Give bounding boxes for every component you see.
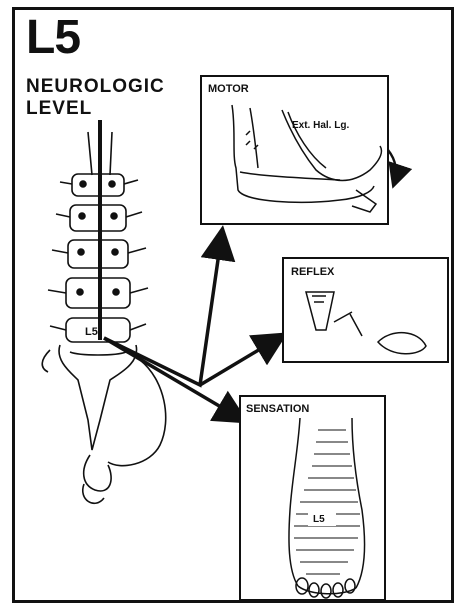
lumbar-spine: [42, 132, 165, 503]
sensation-panel: SENSATION: [240, 396, 385, 600]
arrow-to-reflex: [200, 336, 282, 385]
motor-panel-label: MOTOR: [208, 83, 249, 95]
sacrum: [59, 345, 137, 450]
arrow-to-sensation: [104, 338, 243, 420]
coccyx: [84, 455, 111, 491]
motor-panel: MOTOR Ext. Hal. Lg.: [201, 76, 396, 224]
sensation-panel-label: SENSATION: [246, 403, 309, 415]
reflex-panel: REFLEX: [283, 258, 448, 362]
vertebra-label: L5: [85, 326, 98, 338]
dermatome-label: L5: [313, 514, 325, 525]
reflex-panel-label: REFLEX: [291, 266, 335, 278]
muscle-label: Ext. Hal. Lg.: [292, 120, 349, 131]
